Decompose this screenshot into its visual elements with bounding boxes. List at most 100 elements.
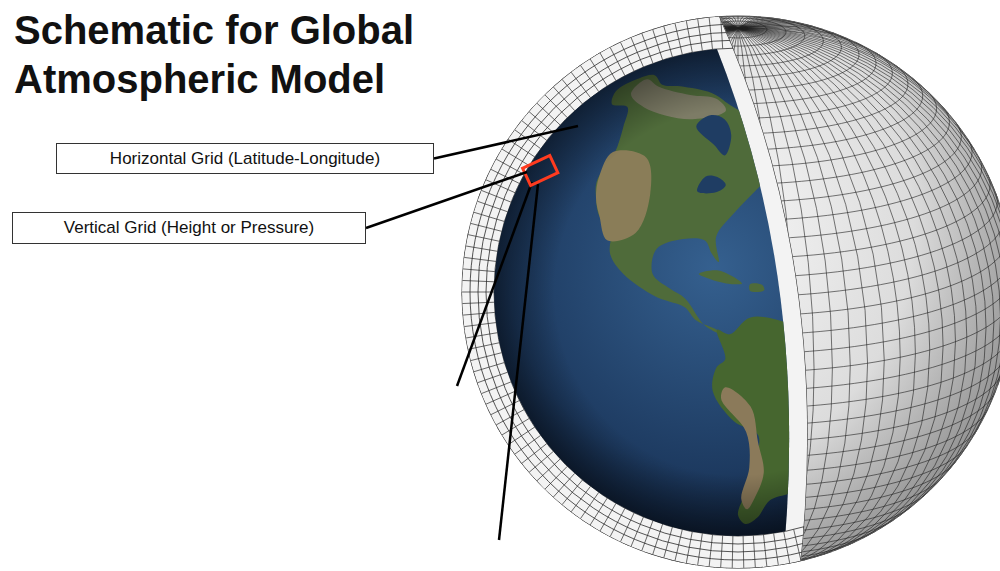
shell-grid-line xyxy=(965,382,995,394)
shell-grid-line xyxy=(860,53,876,81)
shell-grid-line xyxy=(869,59,886,86)
shell-grid-line xyxy=(709,18,712,50)
shell-grid-line xyxy=(732,16,734,48)
shell-grid-line xyxy=(968,201,998,212)
shell-grid-line xyxy=(664,26,673,57)
shell-grid-line xyxy=(481,190,511,202)
shell-grid-line xyxy=(961,391,990,404)
shell-grid-line xyxy=(980,257,1000,261)
shell-grid-line xyxy=(982,302,1000,303)
shell-grid-line xyxy=(929,444,954,464)
shell-grid-line xyxy=(642,33,653,63)
shell-grid-line xyxy=(886,486,905,511)
shell-grid-line xyxy=(941,427,968,445)
shell-grid-line xyxy=(471,223,502,231)
leader-line xyxy=(434,126,578,159)
vertical-level xyxy=(478,32,998,552)
shell-grid-line xyxy=(961,180,990,193)
shell-grid-line xyxy=(979,333,1000,338)
shell-grid-line xyxy=(580,65,598,91)
shell-grid-line xyxy=(886,72,905,97)
shell-grid-line xyxy=(972,212,1000,221)
shell-grid-line xyxy=(474,363,505,372)
shell-grid-line xyxy=(957,169,986,183)
shell-grid-line xyxy=(952,410,980,425)
earth-shading xyxy=(494,48,982,536)
shell-grid-line xyxy=(610,508,625,536)
title: Schematic for Global Atmospheric Model xyxy=(14,6,514,104)
shell-grid-line xyxy=(631,38,643,67)
shell-grid-line xyxy=(923,451,947,472)
shell-grid-line xyxy=(502,149,529,166)
shell-grid-line xyxy=(851,508,866,536)
shell-grid-line xyxy=(909,466,931,489)
shell-grid-line xyxy=(784,532,790,563)
shell-grid-line xyxy=(477,372,507,383)
shell-grid-line xyxy=(474,212,505,221)
shell-grid-line xyxy=(916,103,939,125)
shell-grid-line xyxy=(965,190,995,202)
leader-line xyxy=(366,172,527,228)
shell-grid-line xyxy=(784,21,790,52)
shell-grid-line xyxy=(515,435,541,454)
shell-grid-line xyxy=(600,53,616,81)
shell-grid-line xyxy=(675,23,682,54)
shell-grid-line xyxy=(804,527,813,558)
shell-grid-line xyxy=(972,363,1000,372)
vertical-level xyxy=(486,40,990,544)
shell-grid-line xyxy=(813,30,823,60)
shell-grid-line xyxy=(901,87,922,111)
shell-grid-line xyxy=(496,410,524,425)
latitude-longitude-grid xyxy=(462,16,1000,568)
column-line xyxy=(499,184,538,540)
box-label: Horizontal Grid (Latitude-Longitude) xyxy=(110,149,380,169)
shell-grid-line xyxy=(982,280,1000,281)
shell-grid-line xyxy=(979,246,1000,251)
shell-grid-line xyxy=(686,21,692,52)
shell-grid-line xyxy=(916,459,939,481)
greenland xyxy=(743,68,805,127)
shell-grid-line xyxy=(664,527,673,558)
shell-grid-line xyxy=(877,492,895,518)
shell-grid-line xyxy=(794,530,801,561)
shell-grid-line xyxy=(957,400,986,414)
shell-grid-line xyxy=(743,16,745,48)
sphere-outline xyxy=(462,16,1000,568)
shell-grid-line xyxy=(466,333,498,338)
shell-grid-line xyxy=(823,521,834,551)
shell-grid-line xyxy=(833,517,845,546)
shell-grid-line xyxy=(675,530,682,561)
shell-grid-line xyxy=(620,42,634,71)
shell-grid-line xyxy=(462,302,494,303)
shell-grid-line xyxy=(774,19,779,51)
shell-grid-line xyxy=(869,498,886,525)
shell-grid-line xyxy=(894,79,914,104)
shell-grid-line xyxy=(977,343,1000,350)
shell-grid-line xyxy=(743,536,745,568)
shell-grid-line xyxy=(590,498,607,525)
shell-grid-line xyxy=(941,139,968,157)
shell-grid-line xyxy=(935,435,961,454)
shell-grid-line xyxy=(610,47,625,75)
shell-grid-line xyxy=(923,112,947,133)
shell-grid-line xyxy=(686,532,692,563)
shell-grid-line xyxy=(842,513,856,542)
shell-grid-line xyxy=(653,30,663,60)
label-box: Horizontal Grid (Latitude-Longitude) xyxy=(56,143,434,174)
shell-grid-line xyxy=(496,159,524,174)
shell-grid-line xyxy=(764,18,767,50)
shell-grid-line xyxy=(901,473,922,497)
shell-grid-line xyxy=(463,312,495,315)
shell-grid-line xyxy=(642,521,653,551)
shell-grid-line xyxy=(977,235,1000,242)
column-line xyxy=(457,182,532,386)
shell-grid-line xyxy=(486,391,515,404)
shell-grid-line xyxy=(732,536,734,568)
box-label: Vertical Grid (Height or Pressure) xyxy=(64,218,314,238)
shell-grid-line xyxy=(753,536,755,568)
shell-grid-line xyxy=(981,312,1000,315)
label-box: Vertical Grid (Height or Pressure) xyxy=(12,212,366,244)
shell-grid-line xyxy=(909,95,931,118)
shell-grid-line xyxy=(947,149,974,166)
